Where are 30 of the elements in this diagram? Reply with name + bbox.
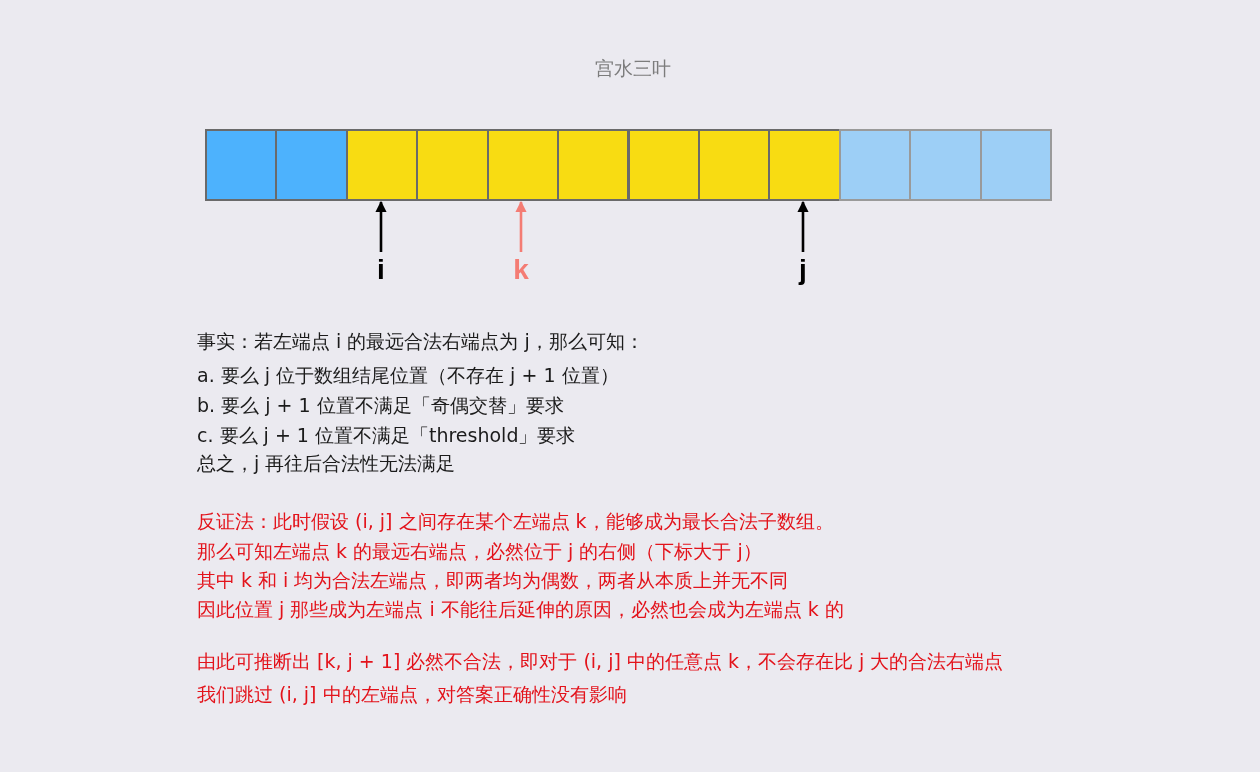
array-cell xyxy=(275,129,348,201)
explanation-text: c. 要么 j + 1 位置不满足「threshold」要求 xyxy=(197,423,576,448)
array-cell xyxy=(627,129,700,201)
explanation-text: b. 要么 j + 1 位置不满足「奇偶交替」要求 xyxy=(197,393,564,418)
array-cell xyxy=(768,129,841,201)
explanation-text: 由此可推断出 [k, j + 1] 必然不合法，即对于 (i, j] 中的任意点 k，不会存在比 j 大的合法右端点 xyxy=(197,649,1004,674)
array-cell xyxy=(979,129,1052,201)
arrow xyxy=(515,200,527,252)
array-cell xyxy=(486,129,560,201)
array-cell xyxy=(345,129,419,201)
explanation-text: a. 要么 j 位于数组结尾位置（不存在 j + 1 位置） xyxy=(197,363,619,388)
array-cell xyxy=(697,129,771,201)
array-cell xyxy=(838,129,912,201)
explanation-text: 总之，j 再往后合法性无法满足 xyxy=(197,451,456,476)
title: 宫水三叶 xyxy=(595,56,671,81)
explanation-text: 因此位置 j 那些成为左端点 i 不能往后延伸的原因，必然也会成为左端点 k 的 xyxy=(197,597,844,622)
array-cell xyxy=(416,129,489,201)
explanation-text: 其中 k 和 i 均为合法左端点，即两者均为偶数，两者从本质上并无不同 xyxy=(197,568,789,593)
arrow xyxy=(375,200,387,252)
pointer-label: i xyxy=(366,252,396,288)
array-cell xyxy=(557,129,630,201)
array-cell xyxy=(909,129,982,201)
explanation-text: 事实：若左端点 i 的最远合法右端点为 j，那么可知： xyxy=(197,329,644,354)
arrow xyxy=(797,200,809,252)
pointer-label: k xyxy=(506,252,536,288)
pointer-label: j xyxy=(788,252,818,288)
explanation-text: 反证法：此时假设 (i, j] 之间存在某个左端点 k，能够成为最长合法子数组。 xyxy=(197,509,834,534)
array-cell xyxy=(205,129,278,201)
explanation-text: 那么可知左端点 k 的最远右端点，必然位于 j 的右侧（下标大于 j） xyxy=(197,539,762,564)
explanation-text: 我们跳过 (i, j] 中的左端点，对答案正确性没有影响 xyxy=(197,682,627,707)
